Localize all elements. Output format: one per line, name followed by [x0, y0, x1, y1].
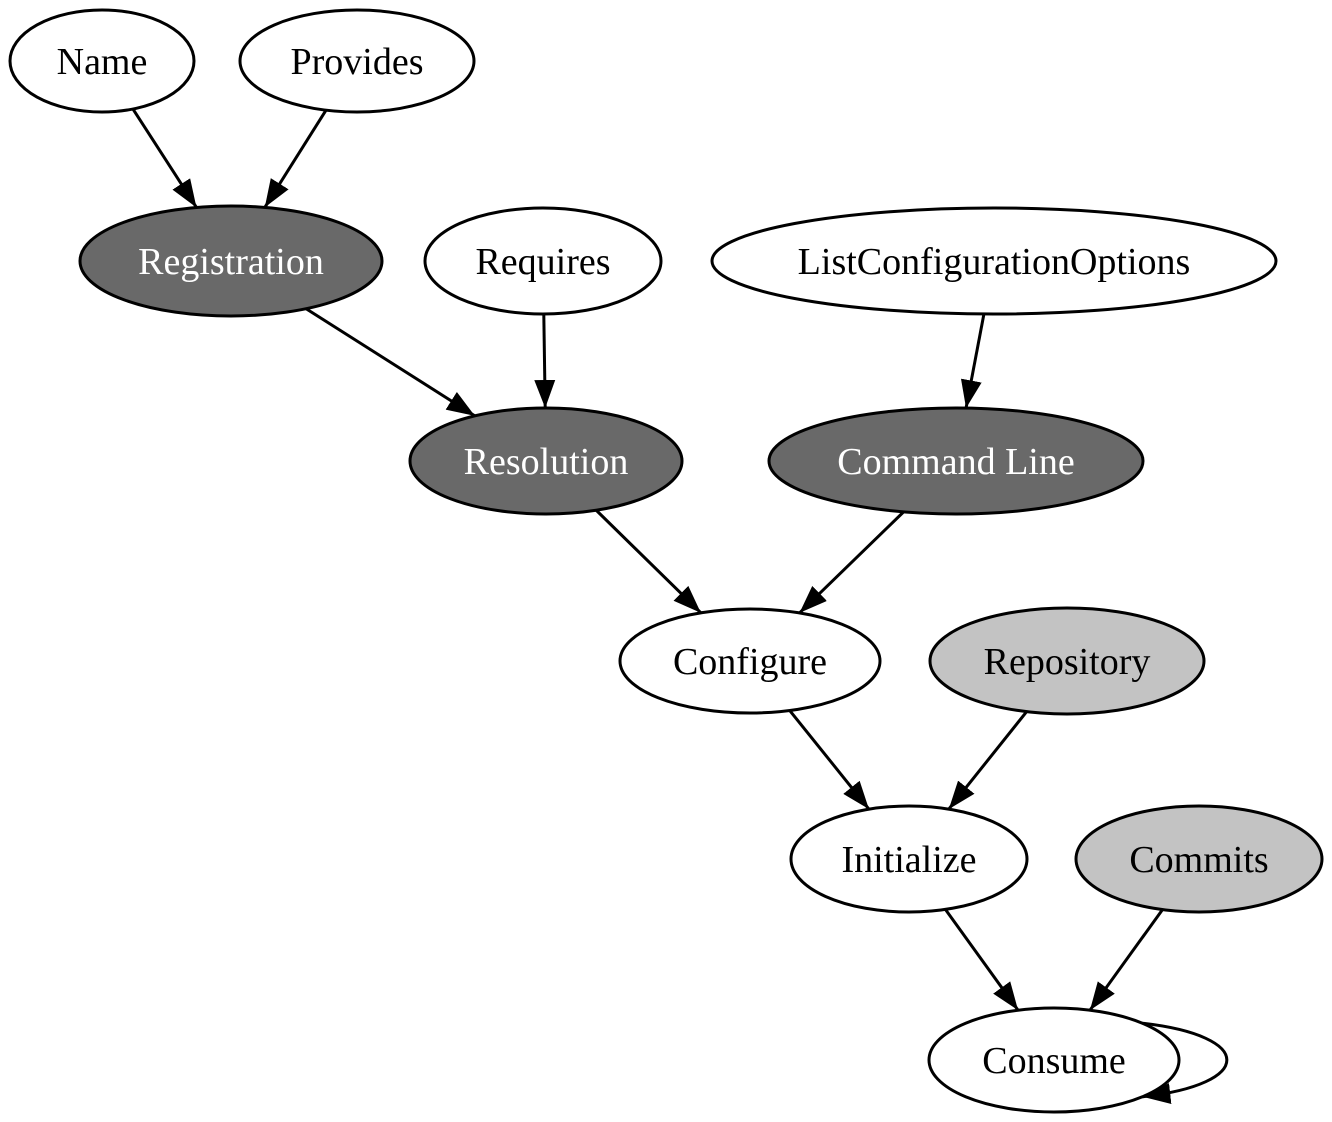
edge-Commits-Consume	[1088, 908, 1164, 1012]
node-label-Resolution: Resolution	[464, 441, 629, 483]
node-label-Consume: Consume	[982, 1040, 1126, 1082]
node-CommandLine: Command Line	[767, 406, 1145, 516]
node-Resolution: Resolution	[408, 406, 684, 516]
node-label-Registration: Registration	[138, 241, 324, 283]
node-ellipse-Name	[8, 8, 196, 114]
edge-Repository-Initialize	[947, 710, 1028, 811]
node-label-CommandLine: Command Line	[837, 441, 1074, 483]
node-label-Name: Name	[57, 41, 148, 83]
edge-Name-Registration	[131, 108, 198, 209]
edge-Consume-Consume	[1142, 1021, 1229, 1105]
edge-ListConfigurationOptions-CommandLine	[960, 313, 986, 409]
node-ellipse-Repository	[928, 606, 1206, 716]
node-Consume: Consume	[927, 1006, 1181, 1114]
node-Initialize: Initialize	[789, 804, 1029, 914]
node-Provides: Provides	[238, 8, 476, 114]
edge-Configure-Initialize	[788, 709, 871, 811]
node-label-ListConfigurationOptions: ListConfigurationOptions	[798, 241, 1191, 283]
node-label-Requires: Requires	[475, 241, 610, 283]
node-label-Commits: Commits	[1129, 839, 1268, 881]
node-Configure: Configure	[618, 607, 882, 715]
node-ellipse-Resolution	[408, 406, 684, 516]
edge-Provides-Registration	[263, 109, 328, 209]
node-Commits: Commits	[1074, 804, 1324, 914]
node-ellipse-Initialize	[789, 804, 1029, 914]
edge-Resolution-Configure	[595, 509, 702, 614]
edges-layer	[131, 108, 1229, 1105]
node-ellipse-Provides	[238, 8, 476, 114]
node-ellipse-Consume	[927, 1006, 1181, 1114]
node-ellipse-ListConfigurationOptions	[710, 206, 1278, 316]
node-ellipse-Registration	[78, 204, 384, 318]
node-ellipse-CommandLine	[767, 406, 1145, 516]
node-Registration: Registration	[78, 204, 384, 318]
edge-CommandLine-Configure	[798, 510, 905, 614]
node-label-Configure: Configure	[673, 641, 827, 683]
node-ellipse-Requires	[423, 206, 663, 316]
edge-Registration-Resolution	[305, 307, 476, 418]
edge-Requires-Resolution	[534, 313, 556, 409]
node-label-Repository: Repository	[984, 641, 1151, 683]
node-Name: Name	[8, 8, 196, 114]
node-ListConfigurationOptions: ListConfigurationOptions	[710, 206, 1278, 316]
node-Repository: Repository	[928, 606, 1206, 716]
node-Requires: Requires	[423, 206, 663, 316]
node-ellipse-Configure	[618, 607, 882, 715]
node-label-Initialize: Initialize	[841, 839, 976, 881]
edge-Initialize-Consume	[944, 908, 1020, 1012]
node-ellipse-Commits	[1074, 804, 1324, 914]
node-label-Provides: Provides	[291, 41, 424, 83]
